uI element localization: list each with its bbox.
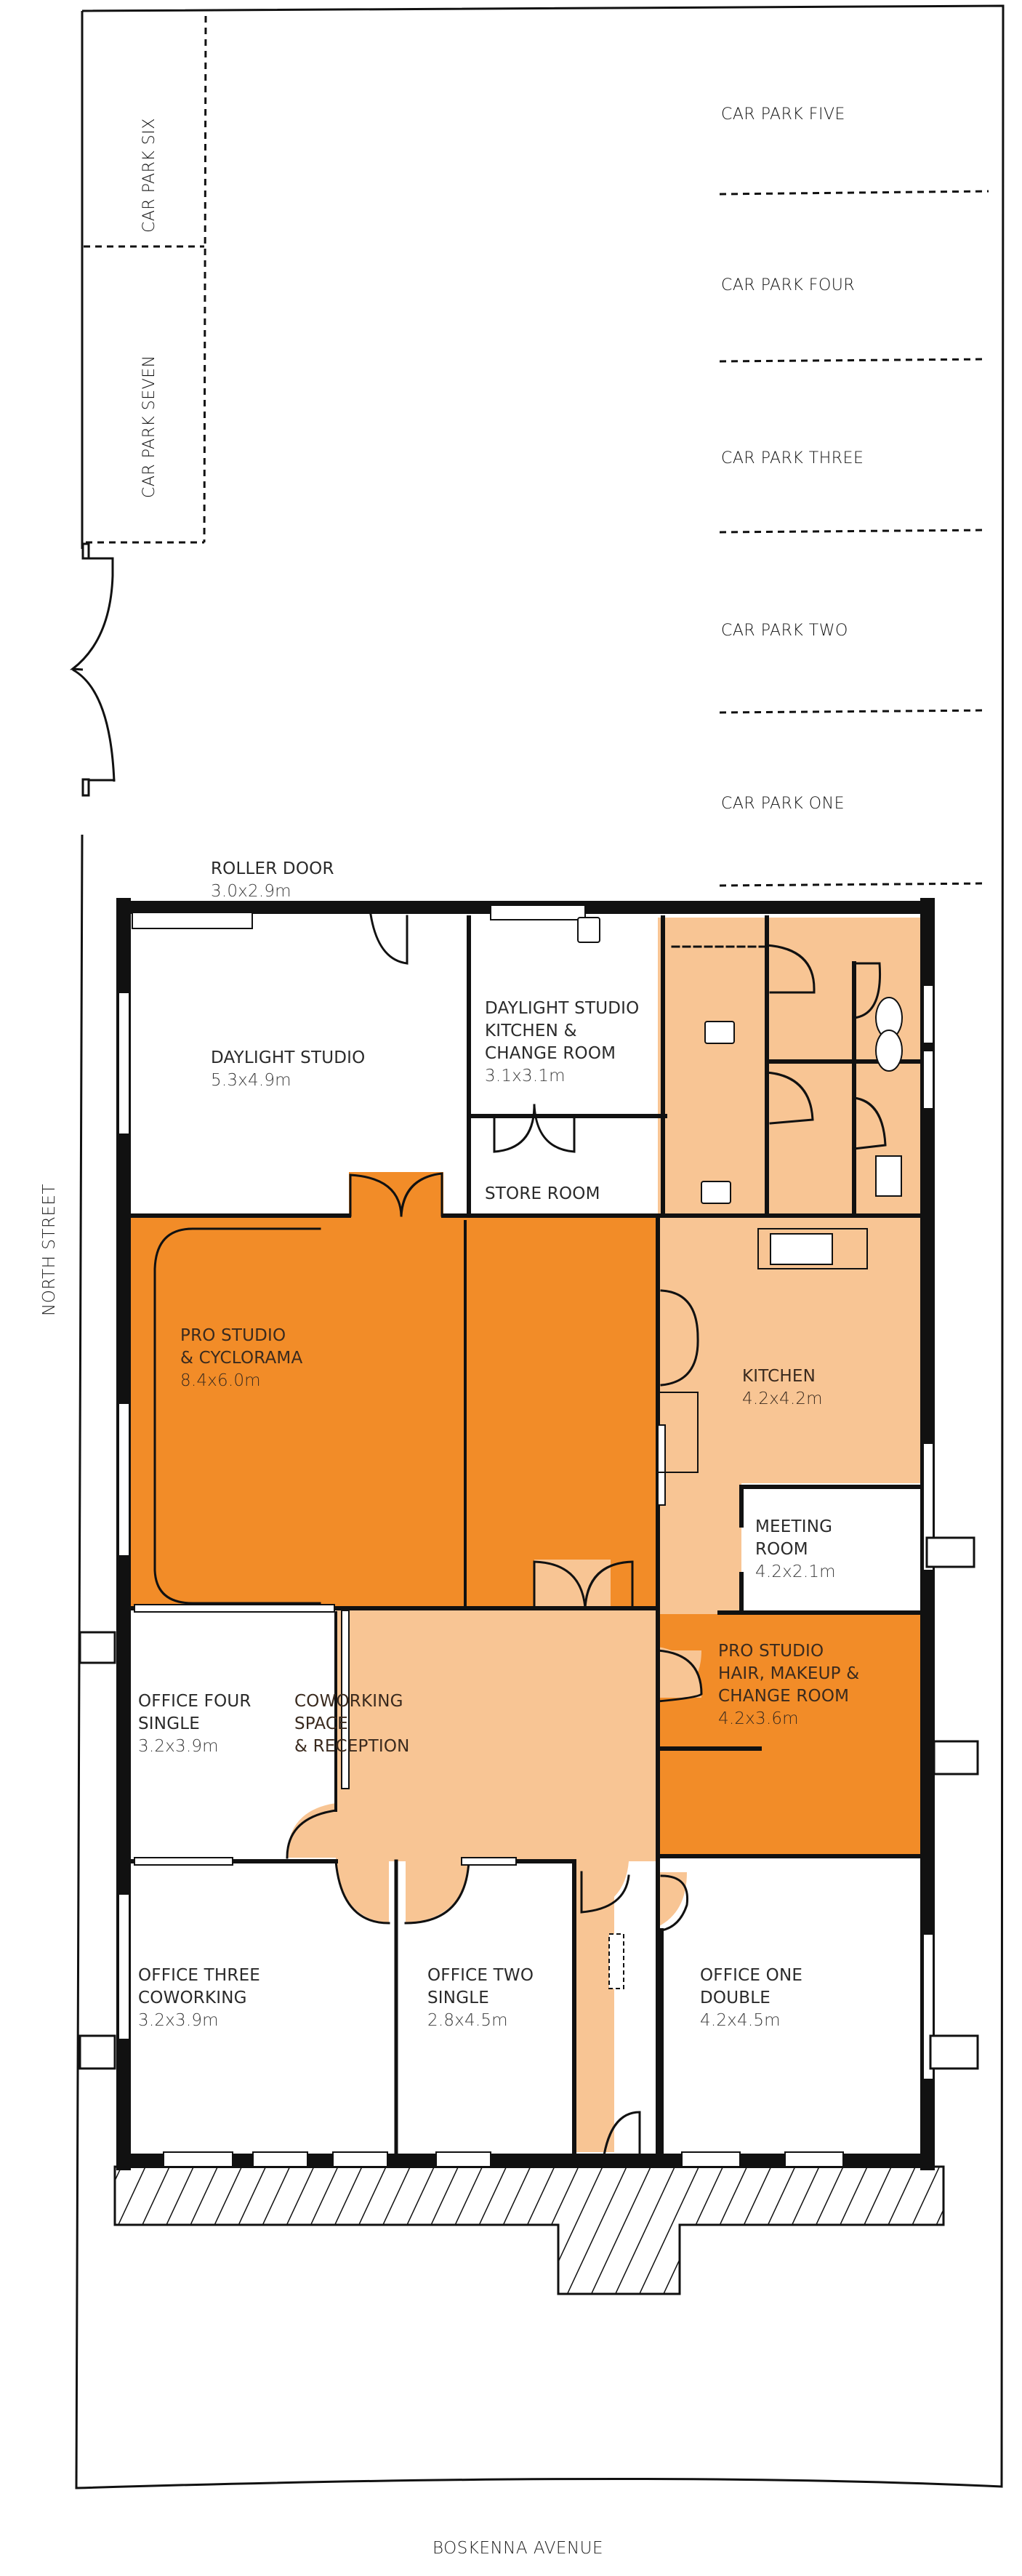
room-title-line: PRO STUDIO — [180, 1326, 286, 1345]
room-dimensions: 3.2x3.9m — [138, 1737, 219, 1756]
windows — [118, 904, 934, 2167]
meeting-room-label: MEETING ROOM 4.2x2.1m — [755, 1516, 836, 1584]
coworking-label: COWORKING SPACE & RECEPTION — [294, 1690, 410, 1758]
car-park-five-label: CAR PARK FIVE — [721, 105, 845, 124]
room-title: STORE ROOM — [485, 1184, 600, 1203]
fixtures — [577, 917, 903, 1473]
double-sink-icon — [770, 1233, 833, 1265]
room-title-line: HAIR, MAKEUP & — [718, 1664, 860, 1683]
room-title-line: PRO STUDIO — [718, 1642, 824, 1661]
room-dimensions: 5.3x4.9m — [211, 1071, 291, 1090]
room-title: KITCHEN — [742, 1367, 816, 1386]
room-title: DAYLIGHT STUDIO — [211, 1048, 366, 1067]
room-title-line: DOUBLE — [700, 1989, 770, 2007]
room-title-line: & RECEPTION — [294, 1737, 410, 1756]
room-title-line: OFFICE TWO — [427, 1966, 534, 1985]
office-three-label: OFFICE THREE COWORKING 3.2x3.9m — [138, 1965, 260, 2032]
room-title-line: OFFICE FOUR — [138, 1692, 252, 1711]
site-gate — [69, 542, 116, 797]
room-dimensions: 3.2x3.9m — [138, 2011, 219, 2030]
kitchen-label: KITCHEN 4.2x4.2m — [742, 1365, 823, 1411]
store-room-label: STORE ROOM — [485, 1183, 600, 1205]
room-title: ROLLER DOOR — [211, 859, 334, 878]
toilet-icon — [875, 1030, 903, 1072]
room-title-line: & CYCLORAMA — [180, 1349, 303, 1368]
room-title-line: OFFICE ONE — [700, 1966, 803, 1985]
daylight-kitchen-label: DAYLIGHT STUDIO KITCHEN & CHANGE ROOM 3.… — [485, 998, 639, 1088]
sink-icon — [577, 917, 600, 943]
site-boundary — [69, 4, 1005, 2489]
room-dimensions: 3.1x3.1m — [485, 1067, 566, 1086]
room-title-line: MEETING — [755, 1517, 833, 1536]
car-park-two-label: CAR PARK TWO — [721, 622, 848, 640]
car-park-three-label: CAR PARK THREE — [721, 449, 864, 468]
cabinet-icon — [657, 1392, 699, 1473]
shower-icon — [875, 1155, 902, 1197]
car-park-four-label: CAR PARK FOUR — [721, 276, 856, 294]
boskenna-avenue-label: BOSKENNA AVENUE — [432, 2539, 604, 2558]
room-title-line: KITCHEN & — [485, 1022, 577, 1040]
room-dimensions: 2.8x4.5m — [427, 2011, 508, 2030]
room-title-line: SPACE — [294, 1714, 348, 1733]
office-four-label: OFFICE FOUR SINGLE 3.2x3.9m — [138, 1690, 252, 1758]
basin-icon — [701, 1181, 731, 1204]
car-park-six-label: CAR PARK SIX — [140, 118, 158, 233]
room-dimensions: 4.2x2.1m — [755, 1562, 836, 1581]
room-dimensions: 8.4x6.0m — [180, 1371, 261, 1390]
bench-icon — [757, 1228, 868, 1269]
room-title-line: CHANGE ROOM — [485, 1044, 616, 1063]
daylight-studio-label: DAYLIGHT STUDIO 5.3x4.9m — [211, 1047, 365, 1092]
room-title-line: SINGLE — [138, 1714, 200, 1733]
room-dimensions: 4.2x4.5m — [700, 2011, 781, 2030]
office-one-label: OFFICE ONE DOUBLE 4.2x4.5m — [700, 1965, 802, 2032]
room-dimensions: 4.2x3.6m — [718, 1709, 799, 1728]
pro-studio-hmu-label: PRO STUDIO HAIR, MAKEUP & CHANGE ROOM 4.… — [718, 1640, 859, 1730]
exterior-piers — [79, 1536, 979, 2070]
room-title-line: DAYLIGHT STUDIO — [485, 999, 640, 1018]
room-dimensions: 3.0x2.9m — [211, 882, 291, 901]
roller-door-label: ROLLER DOOR 3.0x2.9m — [211, 858, 334, 903]
room-title-line: ROOM — [755, 1540, 808, 1559]
room-title-line: SINGLE — [427, 1989, 489, 2007]
car-park-dividers — [719, 190, 989, 887]
room-title-line: CHANGE ROOM — [718, 1687, 850, 1706]
north-street-label: NORTH STREET — [40, 1183, 59, 1316]
front-verandah-hatch — [113, 2165, 945, 2295]
room-title-line: OFFICE THREE — [138, 1966, 261, 1985]
room-dimensions: 4.2x4.2m — [742, 1389, 823, 1408]
office-two-label: OFFICE TWO SINGLE 2.8x4.5m — [427, 1965, 534, 2032]
car-park-one-label: CAR PARK ONE — [721, 795, 845, 813]
pro-studio-cyclorama-label: PRO STUDIO & CYCLORAMA 8.4x6.0m — [180, 1325, 302, 1392]
car-park-six-seven-bays — [84, 15, 207, 544]
room-title-line: COWORKING — [138, 1989, 247, 2007]
basin-icon — [704, 1021, 735, 1044]
room-title-line: COWORKING — [294, 1692, 403, 1711]
car-park-seven-label: CAR PARK SEVEN — [140, 355, 158, 498]
